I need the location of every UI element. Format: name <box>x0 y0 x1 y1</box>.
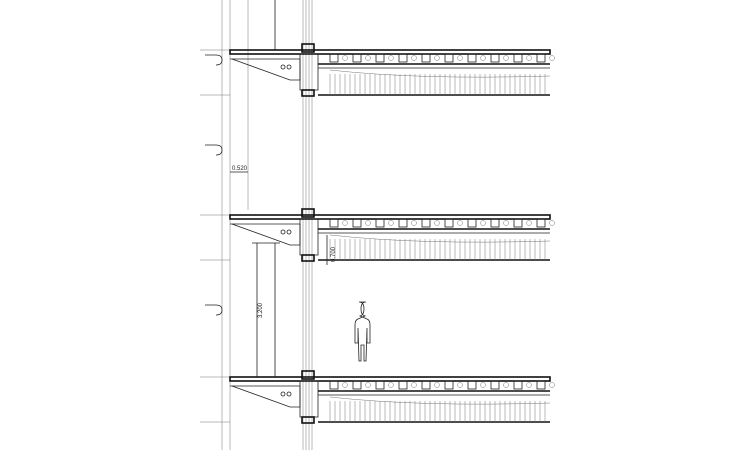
dimension-sill: 0.520 <box>205 54 248 316</box>
dimension-label-sill: 0.520 <box>232 166 248 172</box>
floor-slab-1 <box>200 43 555 97</box>
dimension-label-beam: 0.700 <box>331 246 337 262</box>
floor-slab-3 <box>200 370 555 424</box>
curtain-wall-mullion <box>302 0 313 450</box>
floor-slab-2 <box>200 208 555 262</box>
dimension-beam: 0.700 <box>326 235 337 265</box>
dimension-floor-height: 3.200 <box>252 242 280 377</box>
reference-lines <box>221 0 276 450</box>
human-figure <box>354 301 371 362</box>
dimension-label-floor-height: 3.200 <box>258 302 264 318</box>
